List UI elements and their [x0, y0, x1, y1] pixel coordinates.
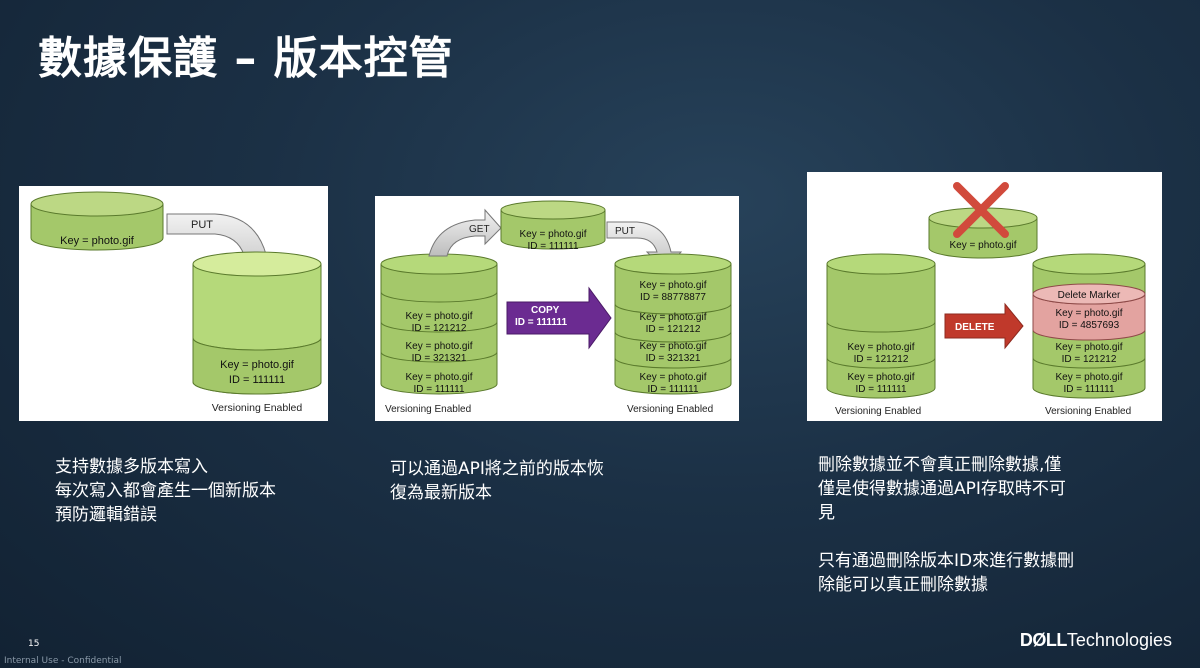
right-key-2: Key = photo.gif — [1056, 372, 1123, 383]
desc-line: 支持數據多版本寫入 — [55, 457, 208, 477]
right-key-1: Key = photo.gif — [1056, 342, 1123, 353]
right-id-1: ID = 121212 — [1062, 354, 1117, 365]
caption-right: Versioning Enabled — [1045, 406, 1131, 417]
copy-arrow: COPY ID = 111111 — [506, 286, 612, 350]
left-stack-key-2: Key = photo.gif — [406, 341, 473, 352]
right-stack-id-1: ID = 88778877 — [640, 292, 706, 303]
get-label: GET — [469, 224, 490, 235]
right-stack-id-4: ID = 111111 — [647, 384, 698, 395]
logo-brand: DØLL — [1019, 630, 1068, 650]
page-number: 15 — [28, 639, 40, 649]
delete-diagram-svg: Key = photo.gif Key = photo.gif ID = 121… — [826, 182, 1146, 417]
right-stack-id-3: ID = 321321 — [646, 353, 701, 364]
marker-id: ID = 4857693 — [1059, 320, 1120, 331]
desc-line: 可以通過API將之前的版本恢 — [390, 459, 604, 479]
copy-diagram-svg: Key = photo.gif ID = 121212 Key = photo.… — [380, 200, 732, 415]
left-id-2: ID = 111111 — [855, 384, 906, 395]
logo-suffix: Technologies — [1066, 630, 1172, 650]
right-stack-key-1: Key = photo.gif — [640, 280, 707, 291]
get-arrow: GET — [428, 208, 502, 257]
x-mark-icon — [953, 182, 1009, 238]
desc-line: 僅是使得數據通過API存取時不可 — [818, 479, 1066, 499]
copy-id: ID = 111111 — [515, 317, 567, 328]
restore-description: 可以通過API將之前的版本恢 復為最新版本 — [390, 457, 604, 505]
left-stack-id-1: ID = 121212 — [412, 323, 467, 334]
right-bucket-stack: Delete Marker Key = photo.gif ID = 48576… — [1032, 253, 1146, 399]
left-key-1: Key = photo.gif — [848, 342, 915, 353]
right-stack-id-2: ID = 121212 — [646, 324, 701, 335]
dell-technologies-logo: DØLLTechnologies — [1020, 630, 1172, 651]
mid-id: ID = 111111 — [527, 241, 578, 252]
bucket-key-label: Key = photo.gif — [220, 359, 295, 371]
desc-line: 見 — [818, 503, 835, 523]
left-id-1: ID = 121212 — [854, 354, 909, 365]
retrieved-object-cylinder: Key = photo.gif ID = 111111 — [500, 200, 606, 252]
put-diagram-svg: Key = photo.gif PUT Key = photo.gif ID =… — [30, 191, 322, 414]
right-stack-key-2: Key = photo.gif — [640, 312, 707, 323]
desc-line: 每次寫入都會產生一個新版本 — [55, 481, 276, 501]
put-label: PUT — [191, 219, 213, 231]
diagram-put: Key = photo.gif PUT Key = photo.gif ID =… — [19, 186, 328, 421]
right-id-2: ID = 111111 — [1063, 384, 1114, 395]
delete-label: DELETE — [955, 322, 995, 333]
versioning-description: 支持數據多版本寫入 每次寫入都會產生一個新版本 預防邏輯錯誤 — [55, 455, 276, 527]
delete-description: 刪除數據並不會真正刪除數據,僅 僅是使得數據通過API存取時不可 見 只有通過刪… — [818, 453, 1074, 597]
marker-key: Key = photo.gif — [1056, 308, 1123, 319]
right-stack-key-4: Key = photo.gif — [640, 372, 707, 383]
confidentiality-footer: Internal Use - Confidential — [4, 656, 122, 666]
left-stack-key-1: Key = photo.gif — [406, 311, 473, 322]
left-stack-id-2: ID = 321321 — [412, 353, 467, 364]
caption-left: Versioning Enabled — [385, 404, 471, 415]
source-object-cylinder: Key = photo.gif — [30, 191, 164, 251]
mid-key: Key = photo.gif — [520, 229, 587, 240]
source-key-label: Key = photo.gif — [60, 235, 135, 247]
desc-line: 預防邏輯錯誤 — [55, 505, 157, 525]
left-stack-key-3: Key = photo.gif — [406, 372, 473, 383]
desc-line: 復為最新版本 — [390, 483, 492, 503]
page-title: 數據保護 – 版本控管 — [38, 33, 454, 84]
bucket-id-label: ID = 111111 — [229, 374, 285, 386]
left-bucket-stack: Key = photo.gif ID = 121212 Key = photo.… — [826, 253, 936, 399]
caption-right: Versioning Enabled — [627, 404, 713, 415]
right-bucket-stack: Key = photo.gif ID = 88778877 Key = phot… — [614, 253, 732, 395]
versioned-bucket: Key = photo.gif ID = 111111 — [192, 251, 322, 395]
desc-line: 刪除數據並不會真正刪除數據,僅 — [818, 455, 1062, 475]
caption-left: Versioning Enabled — [835, 406, 921, 417]
put-label: PUT — [615, 226, 635, 237]
right-stack-key-3: Key = photo.gif — [640, 341, 707, 352]
diagram-delete: Key = photo.gif Key = photo.gif ID = 121… — [807, 172, 1162, 421]
copy-label: COPY — [531, 305, 560, 316]
left-bucket-stack: Key = photo.gif ID = 121212 Key = photo.… — [380, 253, 498, 395]
versioning-caption: Versioning Enabled — [212, 402, 303, 414]
delete-arrow: DELETE — [944, 302, 1024, 350]
deleted-key: Key = photo.gif — [950, 240, 1017, 251]
delete-marker-label: Delete Marker — [1058, 290, 1121, 301]
desc-line: 只有通過刪除版本ID來進行數據刪 — [818, 551, 1075, 571]
desc-line: 除能可以真正刪除數據 — [818, 575, 988, 595]
left-key-2: Key = photo.gif — [848, 372, 915, 383]
diagram-copy: Key = photo.gif ID = 121212 Key = photo.… — [375, 196, 739, 421]
left-stack-id-3: ID = 111111 — [413, 384, 464, 395]
